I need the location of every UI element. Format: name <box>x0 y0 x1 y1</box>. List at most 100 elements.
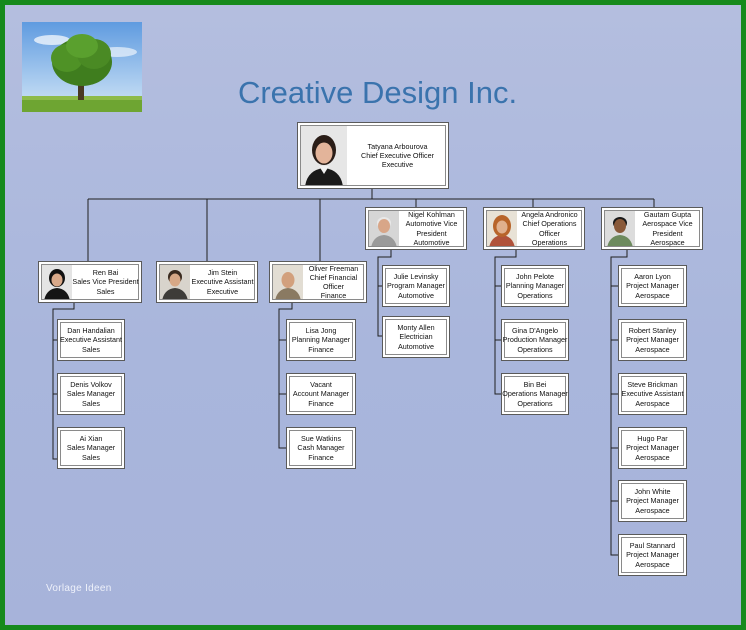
person-title-line2: Officer <box>538 228 561 238</box>
org-node-sue-watkins[interactable]: Sue Watkins Cash Manager Finance <box>286 427 356 469</box>
node-text: Angela Andronico Chief Operations Office… <box>518 208 581 249</box>
org-node-dan-handalian[interactable]: Dan Handalian Executive Assistant Sales <box>57 319 125 361</box>
person-department: Automotive <box>413 237 450 247</box>
person-department: Sales <box>96 286 115 296</box>
person-title: Production Manager <box>502 335 568 345</box>
person-title: Executive Assistant <box>191 277 254 287</box>
org-node-vacant[interactable]: Vacant Account Manager Finance <box>286 373 356 415</box>
org-node-hugo-par[interactable]: Hugo Par Project Manager Aerospace <box>618 427 687 469</box>
org-node-nigel-kohlman[interactable]: Nigel Kohlman Automotive Vice President … <box>365 207 467 250</box>
watermark-text: Vorlage Ideen <box>46 583 112 594</box>
person-title: Project Manager <box>626 550 679 560</box>
person-title: Operations Manager <box>502 389 568 399</box>
person-department: Aerospace <box>635 398 670 408</box>
person-name: Steve Brickman <box>627 380 678 390</box>
node-text: Ai Xian Sales Manager Sales <box>67 434 115 462</box>
org-node-julie-levinsky[interactable]: Julie Levinsky Program Manager Automotiv… <box>382 265 450 307</box>
person-title: Sales Manager <box>66 443 116 453</box>
node-text: Oliver Freeman Chief Financial Officer F… <box>304 262 363 302</box>
node-text: Gautam Gupta Aerospace Vice President Ae… <box>636 208 699 249</box>
person-department: Aerospace <box>635 290 670 300</box>
person-department: Finance <box>308 344 334 354</box>
node-text: Jim Stein Executive Assistant Executive <box>191 262 254 302</box>
person-name: John Pelote <box>516 272 554 282</box>
node-text: Tatyana Arbourova Chief Executive Office… <box>350 123 445 188</box>
person-name: Gina D'Angelo <box>511 326 559 336</box>
person-department: Operations <box>531 237 568 247</box>
node-text: Monty Allen Electrician Automotive <box>397 323 434 351</box>
person-title: Executive Assistant <box>621 389 684 399</box>
org-node-ren-bai[interactable]: Ren Bai Sales Vice President Sales <box>38 261 142 303</box>
person-department: Operations <box>517 290 553 300</box>
person-department: Finance <box>308 452 334 462</box>
org-chart-connectors <box>52 189 655 556</box>
node-text: Lisa Jong Planning Manager Finance <box>292 326 350 354</box>
person-name: Gautam Gupta <box>643 210 692 220</box>
portrait-photo <box>369 211 399 246</box>
node-text: Gina D'Angelo Production Manager Operati… <box>503 326 568 354</box>
person-title: Chief Operations <box>522 219 577 229</box>
person-title: Chief Financial <box>309 272 358 282</box>
org-node-aaron-lyon[interactable]: Aaron Lyon Project Manager Aerospace <box>618 265 687 307</box>
node-text: John Pelote Planning Manager Operations <box>506 272 564 300</box>
org-node-ai-xian[interactable]: Ai Xian Sales Manager Sales <box>57 427 125 469</box>
node-text: Ren Bai Sales Vice President Sales <box>72 262 138 302</box>
org-node-denis-volkov[interactable]: Denis Volkov Sales Manager Sales <box>57 373 125 415</box>
person-title: Project Manager <box>626 496 679 506</box>
org-node-john-white[interactable]: John White Project Manager Aerospace <box>618 480 687 522</box>
person-department: Executive <box>381 160 414 170</box>
person-department: Finance <box>308 398 334 408</box>
person-title: Automotive Vice <box>405 219 458 229</box>
node-text: Vacant Account Manager Finance <box>293 380 349 408</box>
org-node-angela-andronico[interactable]: Angela Andronico Chief Operations Office… <box>483 207 585 250</box>
node-text: Paul Stannard Project Manager Aerospace <box>626 541 679 569</box>
portrait-photo <box>42 265 72 299</box>
person-name: Denis Volkov <box>70 380 112 390</box>
org-node-monty-allen[interactable]: Monty Allen Electrician Automotive <box>382 316 450 358</box>
org-node-gautam-gupta[interactable]: Gautam Gupta Aerospace Vice President Ae… <box>601 207 703 250</box>
person-title: Account Manager <box>292 389 350 399</box>
org-node-gina-dangelo[interactable]: Gina D'Angelo Production Manager Operati… <box>501 319 569 361</box>
person-title: Project Manager <box>626 443 679 453</box>
person-title-line2: Officer <box>322 282 345 291</box>
org-node-john-pelote[interactable]: John Pelote Planning Manager Operations <box>501 265 569 307</box>
org-node-ceo[interactable]: Tatyana Arbourova Chief Executive Office… <box>297 122 449 189</box>
person-department: Sales <box>82 344 100 354</box>
org-node-jim-stein[interactable]: Jim Stein Executive Assistant Executive <box>156 261 258 303</box>
node-text: Denis Volkov Sales Manager Sales <box>67 380 115 408</box>
person-department: Aerospace <box>635 344 670 354</box>
person-department: Aerospace <box>635 559 670 569</box>
person-department: Operations <box>517 344 553 354</box>
node-text: Hugo Par Project Manager Aerospace <box>626 434 679 462</box>
org-node-oliver-freeman[interactable]: Oliver Freeman Chief Financial Officer F… <box>269 261 367 303</box>
portrait-photo <box>273 265 303 299</box>
person-title-line2: President <box>416 228 447 238</box>
person-name: Nigel Kohlman <box>408 210 455 220</box>
person-name: Bin Bei <box>523 380 547 390</box>
tree-logo-image <box>22 22 142 112</box>
org-node-bin-bei[interactable]: Bin Bei Operations Manager Operations <box>501 373 569 415</box>
org-node-lisa-jong[interactable]: Lisa Jong Planning Manager Finance <box>286 319 356 361</box>
person-name: Robert Stanley <box>628 326 677 336</box>
person-title: Planning Manager <box>505 281 565 291</box>
node-text: Bin Bei Operations Manager Operations <box>502 380 568 408</box>
org-node-steve-brickman[interactable]: Steve Brickman Executive Assistant Aeros… <box>618 373 687 415</box>
node-text: Nigel Kohlman Automotive Vice President … <box>400 208 463 249</box>
person-department: Aerospace <box>635 505 670 515</box>
person-title: Project Manager <box>626 335 679 345</box>
person-title: Chief Executive Officer <box>361 150 434 160</box>
org-node-paul-stannard[interactable]: Paul Stannard Project Manager Aerospace <box>618 534 687 576</box>
person-title: Aerospace Vice <box>642 219 693 229</box>
org-node-robert-stanley[interactable]: Robert Stanley Project Manager Aerospace <box>618 319 687 361</box>
node-text: Dan Handalian Executive Assistant Sales <box>60 326 122 354</box>
portrait-photo <box>487 211 517 246</box>
portrait-photo <box>301 126 347 185</box>
person-title: Executive Assistant <box>60 335 122 345</box>
portrait-photo <box>160 265 190 299</box>
person-title: Planning Manager <box>291 335 351 345</box>
node-text: John White Project Manager Aerospace <box>626 487 679 515</box>
node-text: Julie Levinsky Program Manager Automotiv… <box>387 272 445 300</box>
person-name: John White <box>634 487 671 497</box>
person-department: Sales <box>82 452 100 462</box>
node-text: Aaron Lyon Project Manager Aerospace <box>626 272 679 300</box>
